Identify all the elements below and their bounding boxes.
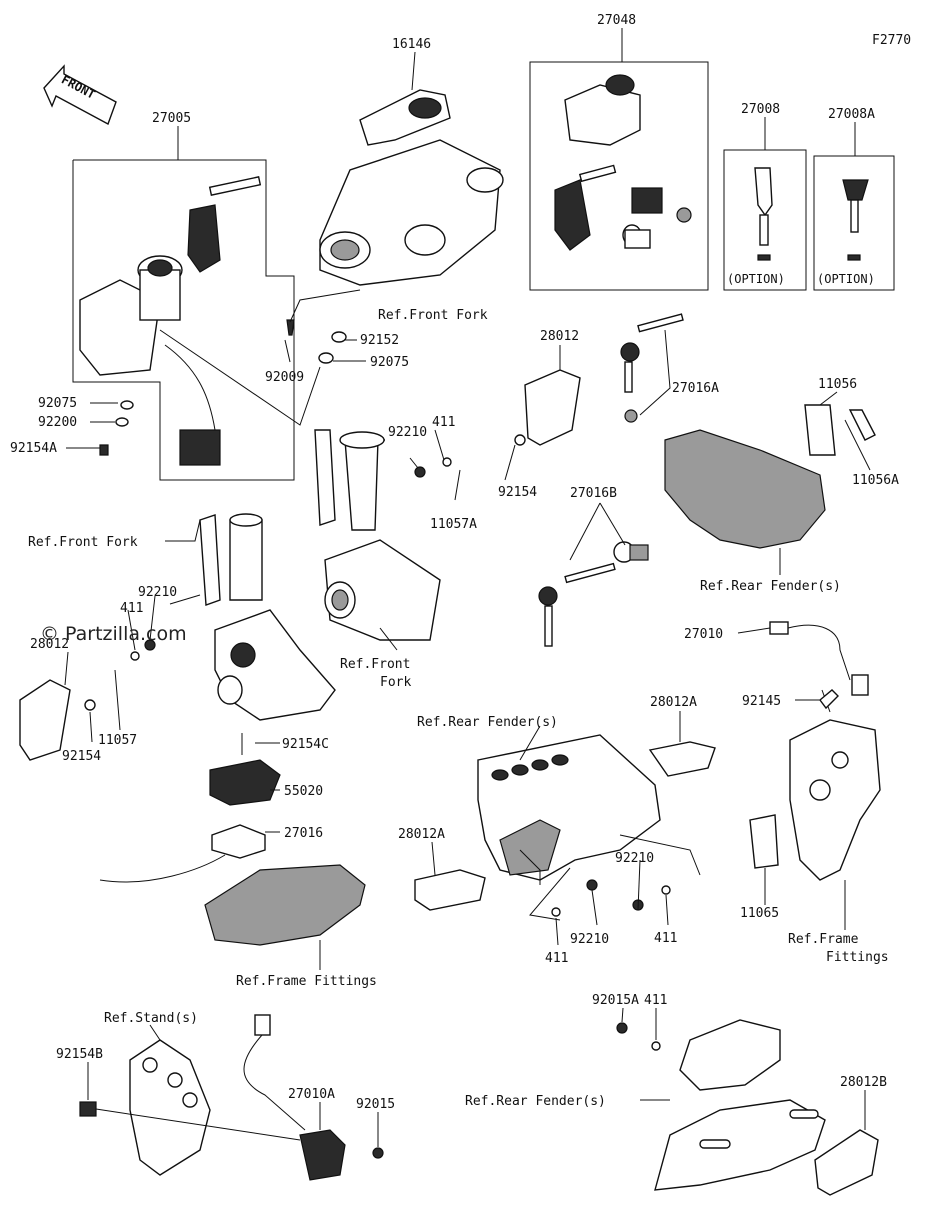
bracket-right [749, 719, 881, 881]
box-27048 [529, 61, 709, 291]
figure-code: F2770 [872, 33, 911, 48]
front-fork-left [199, 513, 336, 721]
ref-frame-fittings-left: Ref.Frame Fittings [236, 974, 377, 989]
ref-frame-fittings-right-2: Fittings [826, 950, 889, 965]
label-27016A: 27016A [672, 381, 719, 396]
label-92075-left: 92075 [38, 396, 77, 411]
label-92145: 92145 [742, 694, 781, 709]
label-11056: 11056 [818, 377, 857, 392]
rear-fender-lower [654, 1019, 826, 1191]
label-411-left: 411 [120, 601, 143, 616]
reflector-28012A-upper [648, 741, 716, 777]
front-arrow-icon: FRONT [43, 64, 117, 126]
label-92152: 92152 [360, 333, 399, 348]
stand-bracket [79, 1039, 211, 1176]
reflector-28012A-lower [414, 869, 486, 911]
label-27010: 27010 [684, 627, 723, 642]
rear-fender-middle [477, 734, 661, 881]
label-92210-mid: 92210 [615, 851, 654, 866]
label-92210-left: 92210 [138, 585, 177, 600]
reflector-28012-center [524, 369, 581, 446]
ref-front-fork-top: Ref.Front Fork [378, 308, 488, 323]
box-27008A [813, 155, 895, 291]
top-bridge-16146 [319, 89, 504, 286]
label-27016B: 27016B [570, 486, 617, 501]
label-28012-left: 28012 [30, 637, 69, 652]
label-411-upper: 411 [432, 415, 455, 430]
label-92154-left: 92154 [62, 749, 101, 764]
label-27005: 27005 [152, 111, 191, 126]
ref-front-fork-center-1: Ref.Front [340, 657, 410, 672]
reflector-28012B [814, 1129, 879, 1196]
ref-front-fork-left: Ref.Front Fork [28, 535, 138, 550]
label-92015A: 92015A [592, 993, 639, 1008]
label-27016: 27016 [284, 826, 323, 841]
switch-27010A [243, 1014, 346, 1181]
part-number-labels: 27048 16146 27005 27008 27008A 92152 920… [10, 13, 899, 1112]
label-27010A: 27010A [288, 1087, 335, 1102]
ref-rear-fender-upper: Ref.Rear Fender(s) [700, 579, 841, 594]
label-92154C: 92154C [282, 737, 329, 752]
ref-stands: Ref.Stand(s) [104, 1011, 198, 1026]
label-28012-center: 28012 [540, 329, 579, 344]
switch-27016-assembly [99, 733, 366, 946]
box-27005 [72, 159, 295, 481]
ignition-switch-set-27005 [79, 176, 262, 466]
watermark: © Partzilla.com [40, 623, 187, 645]
ref-rear-fender-middle: Ref.Rear Fender(s) [417, 715, 558, 730]
label-27008: 27008 [741, 102, 780, 117]
label-16146: 16146 [392, 37, 431, 52]
option-label-27008: (OPTION) [727, 272, 785, 286]
ref-frame-fittings-right-1: Ref.Frame [788, 932, 859, 947]
option-label-27008A: (OPTION) [817, 272, 875, 286]
label-92075-upper: 92075 [370, 355, 409, 370]
key-set-27048 [554, 74, 692, 251]
label-92210-lower: 92210 [570, 932, 609, 947]
label-55020: 55020 [284, 784, 323, 799]
label-92015: 92015 [356, 1097, 395, 1112]
label-28012A-lower: 28012A [398, 827, 445, 842]
label-28012A-upper: 28012A [650, 695, 697, 710]
label-11065: 11065 [740, 906, 779, 921]
key-blank-27008A [842, 179, 869, 261]
label-411-lower: 411 [545, 951, 568, 966]
label-92154A: 92154A [10, 441, 57, 456]
leader-lines [64, 28, 871, 1147]
label-11057A: 11057A [430, 517, 477, 532]
front-fork-center [314, 429, 441, 641]
keys-27016B [538, 541, 649, 647]
label-411-bottom: 411 [644, 993, 667, 1008]
label-92154-center: 92154 [498, 485, 537, 500]
ref-front-fork-center-2: Fork [380, 675, 411, 690]
ref-rear-fender-lower: Ref.Rear Fender(s) [465, 1094, 606, 1109]
label-92009: 92009 [265, 370, 304, 385]
label-92200: 92200 [38, 415, 77, 430]
label-11056A: 11056A [852, 473, 899, 488]
label-28012B: 28012B [840, 1075, 887, 1090]
reference-labels: Ref.Front Fork Ref.Front Fork Ref.Front … [28, 308, 889, 1109]
sensor-27010 [769, 621, 869, 713]
rear-fender-upper [664, 404, 876, 549]
key-blank-27008 [754, 167, 773, 261]
label-11057: 11057 [98, 733, 137, 748]
label-27008A: 27008A [828, 107, 875, 122]
label-92210-upper: 92210 [388, 425, 427, 440]
label-92154B: 92154B [56, 1047, 103, 1062]
label-27048: 27048 [597, 13, 636, 28]
keys-27016A [620, 313, 684, 423]
reflector-28012-left [19, 679, 71, 761]
label-411-mid: 411 [654, 931, 677, 946]
